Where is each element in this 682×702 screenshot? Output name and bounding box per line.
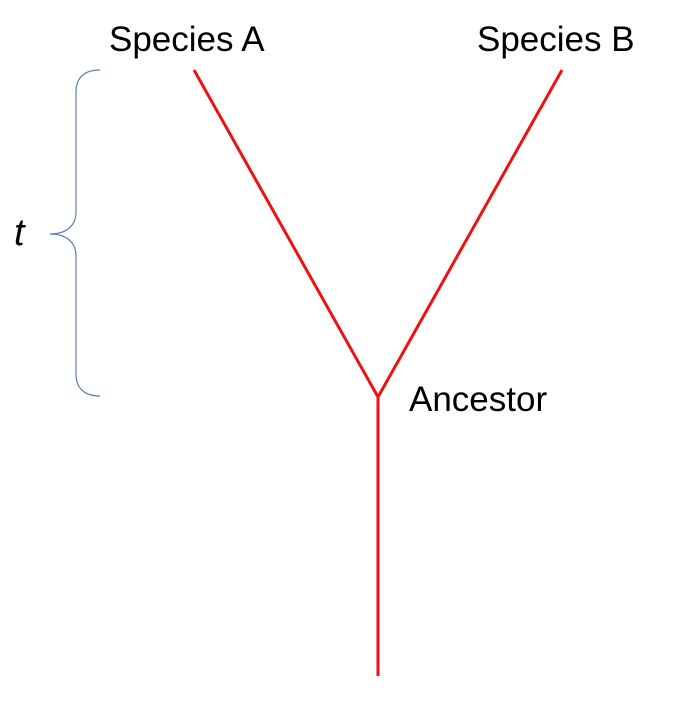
branch-to-species-a [192, 69, 380, 398]
tree-branches [192, 69, 564, 676]
ancestor-label: Ancestor [409, 380, 548, 419]
branch-to-species-b [376, 69, 564, 398]
time-label: t [14, 212, 25, 254]
time-brace [49, 69, 101, 397]
species-a-label: Species A [109, 20, 265, 59]
species-b-label: Species B [477, 20, 635, 59]
